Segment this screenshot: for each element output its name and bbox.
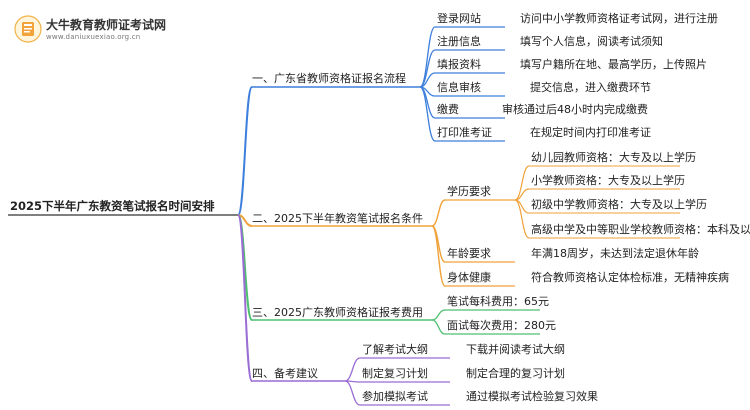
branch-3-title: 三、2025广东教师资格证报考费用 [252, 306, 423, 319]
connector-38 [431, 319, 446, 335]
branch-1-item-1-label: 登录网站 [437, 12, 481, 25]
branch-1-item-5-label: 缴费 [437, 103, 459, 116]
branch-1-item-3-detail: 填写户籍所在地、最高学历，上传照片 [520, 58, 707, 71]
branch-2-education-item-3: 初级中学教师资格：大专及以上学历 [531, 198, 707, 211]
connector-44 [344, 380, 361, 406]
branch-1-item-1-detail: 访问中小学教师资格证考试网，进行注册 [520, 12, 718, 25]
branch-2-education-item-4: 高级中学及中等职业学校教师资格：本科及以上学历 [531, 223, 750, 236]
connector-20 [419, 86, 436, 142]
branch-2-age-detail: 年满18周岁，未达到法定退休年龄 [531, 247, 699, 260]
branch-1-item-4-label: 信息审核 [437, 81, 481, 94]
branch-1-item-2-detail: 填写个人信息，阅读考试须知 [520, 35, 663, 48]
branch-2-education-item-2: 小学教师资格：大专及以上学历 [531, 174, 685, 187]
branch-4-item-3-label: 参加模拟考试 [362, 390, 428, 403]
connector-5 [237, 214, 253, 382]
branch-2-education-item-1: 幼儿园教师资格：大专及以上学历 [531, 151, 696, 164]
connector-10 [419, 26, 436, 88]
brand-url: www.daniuxuexiao.org.cn [46, 33, 141, 41]
branch-2-education-label: 学历要求 [447, 185, 491, 198]
branch-2-health-label: 身体健康 [447, 271, 491, 284]
branch-1-item-5-detail: 审核通过后48小时内完成缴费 [502, 103, 648, 116]
branch-4-item-3-detail: 通过模拟考试检验复习效果 [466, 390, 598, 403]
branch-1-item-4-detail: 提交信息，进入缴费环节 [530, 81, 651, 94]
connector-30 [514, 199, 530, 239]
connector-34 [431, 225, 446, 287]
branch-4-item-2-label: 制定复习计划 [362, 367, 428, 380]
branch-3-item-2: 面试每次费用：280元 [447, 319, 556, 332]
branch-4-item-2-detail: 制定合理的复习计划 [466, 367, 565, 380]
logo-icon [14, 15, 42, 47]
branch-1-item-6-detail: 在规定时间内打印准考证 [530, 126, 651, 139]
connector-2 [237, 86, 253, 216]
brand-title: 大牛教育教师证考试网 [46, 18, 167, 32]
branch-2-age-label: 年龄要求 [447, 247, 491, 260]
connector-36 [431, 309, 446, 321]
branch-2-title: 二、2025下半年教资笔试报名条件 [252, 212, 423, 225]
branch-1-item-3-label: 填报资料 [437, 58, 481, 71]
connector-24 [514, 165, 530, 201]
branch-1-item-6-label: 打印准考证 [437, 126, 492, 139]
branch-1-item-2-label: 注册信息 [437, 35, 481, 48]
connector-40 [344, 357, 361, 382]
branch-3-item-1: 笔试每科费用：65元 [447, 295, 549, 308]
branch-4-title: 四、备考建议 [252, 367, 318, 380]
branch-4-item-1-detail: 下载并阅读考试大纲 [466, 343, 565, 356]
branch-1-title: 一、广东省教师资格证报名流程 [252, 72, 406, 85]
branch-4-item-1-label: 了解考试大纲 [362, 343, 428, 356]
branch-2-health-detail: 符合教师资格认定体检标准，无精神疾病 [531, 271, 729, 284]
connector-22 [431, 199, 446, 227]
connector-12 [419, 49, 436, 88]
root-topic: 2025下半年广东教资笔试报名时间安排 [10, 199, 215, 213]
